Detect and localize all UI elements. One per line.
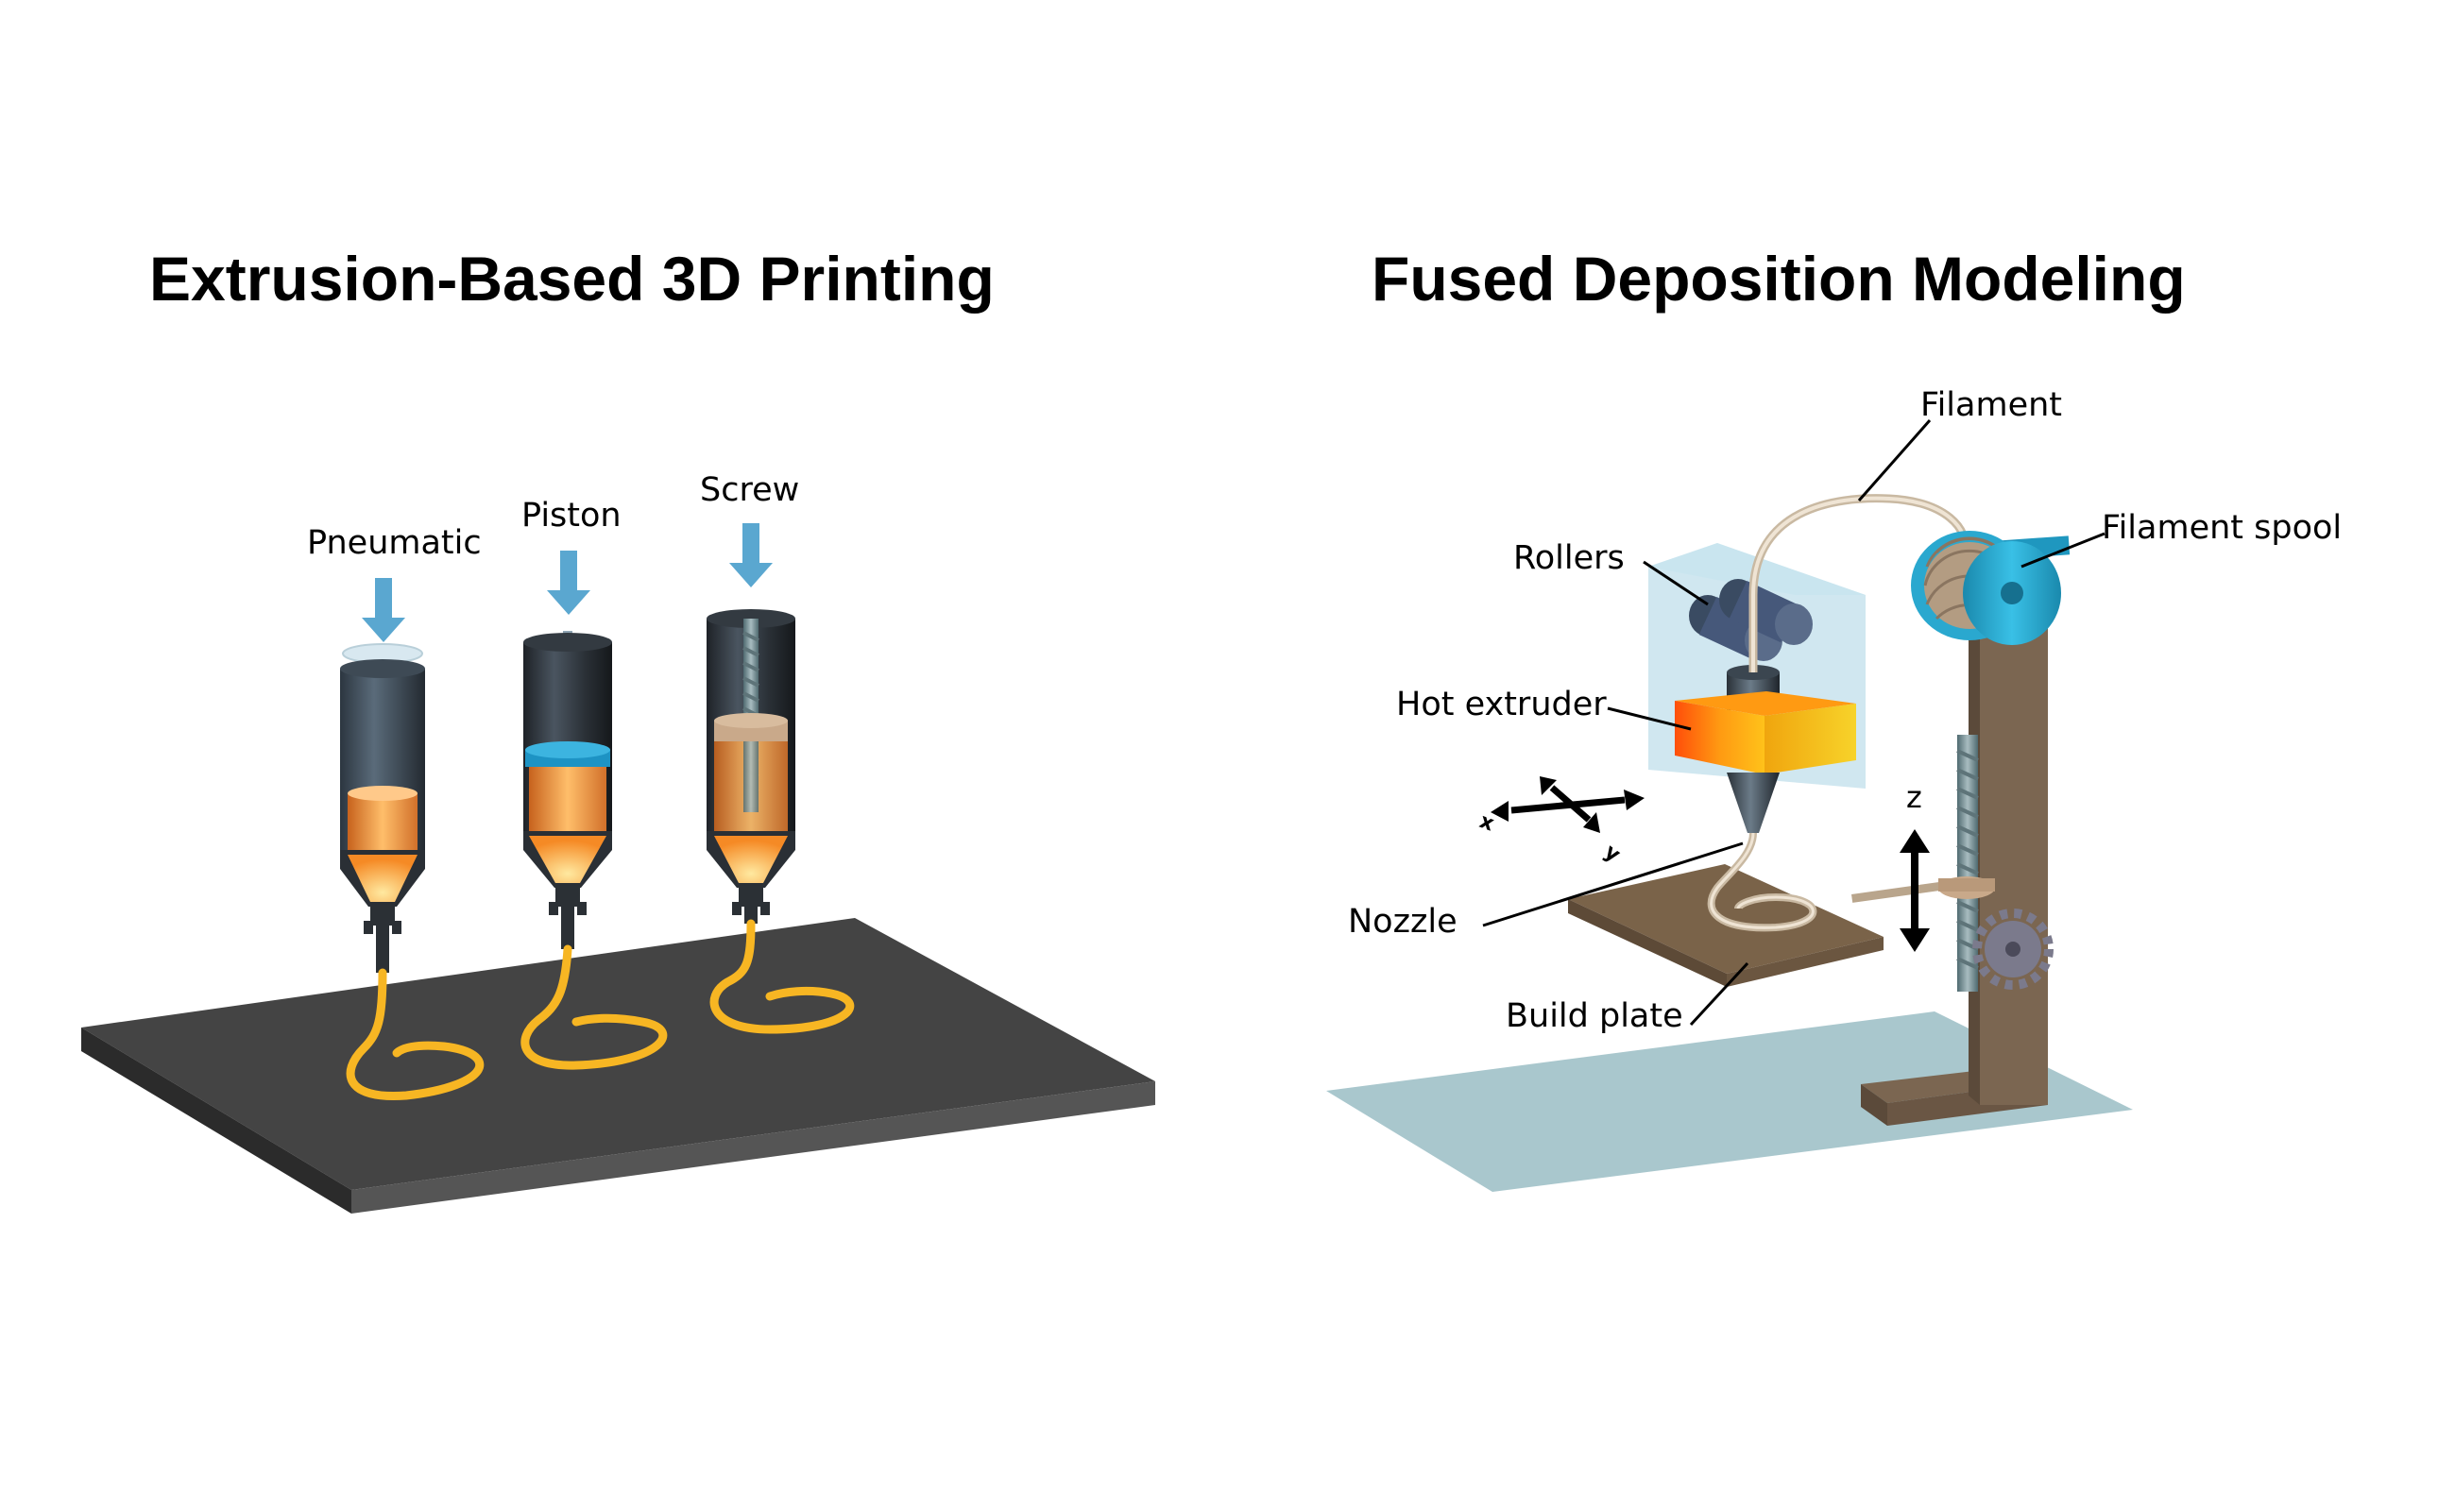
- xy-axis-arrows-icon: x y: [1476, 776, 1645, 867]
- hot-extruder-block: [1675, 691, 1856, 774]
- screw-arrow-icon: [729, 523, 773, 587]
- hot-extruder-label: Hot extruder: [1396, 686, 1607, 723]
- pneumatic-syringe: Pneumatic: [307, 524, 485, 1101]
- screw-syringe: Screw: [700, 471, 855, 1034]
- pneumatic-arrow-icon: [362, 578, 405, 642]
- piston-arrow-icon: [547, 551, 590, 615]
- filament-label: Filament: [1920, 386, 2062, 424]
- left-panel-title: Extrusion-Based 3D Printing: [149, 244, 995, 314]
- print-platform: [81, 918, 1155, 1214]
- floor-plane: [1326, 1011, 2133, 1192]
- screw-label: Screw: [700, 471, 799, 509]
- z-lead-screw: [1956, 735, 1979, 992]
- rollers-label: Rollers: [1513, 539, 1625, 577]
- nozzle-label: Nozzle: [1348, 903, 1458, 941]
- x-axis-label: x: [1476, 809, 1497, 836]
- y-axis-label: y: [1600, 840, 1625, 867]
- filament-spool: [1911, 531, 2071, 645]
- right-panel-title: Fused Deposition Modeling: [1372, 244, 2186, 314]
- z-axis-arrow-icon: z: [1900, 779, 1930, 952]
- z-axis-label: z: [1906, 779, 1922, 815]
- piston-syringe: Piston: [520, 497, 668, 1070]
- pneumatic-label: Pneumatic: [307, 524, 482, 562]
- build-plate-label: Build plate: [1506, 997, 1683, 1035]
- filament-strand: [1707, 494, 1970, 932]
- piston-label: Piston: [521, 497, 622, 535]
- filament-spool-label: Filament spool: [2102, 509, 2342, 547]
- leader-lines: [1482, 419, 2106, 1027]
- gear-icon: [1972, 909, 2054, 990]
